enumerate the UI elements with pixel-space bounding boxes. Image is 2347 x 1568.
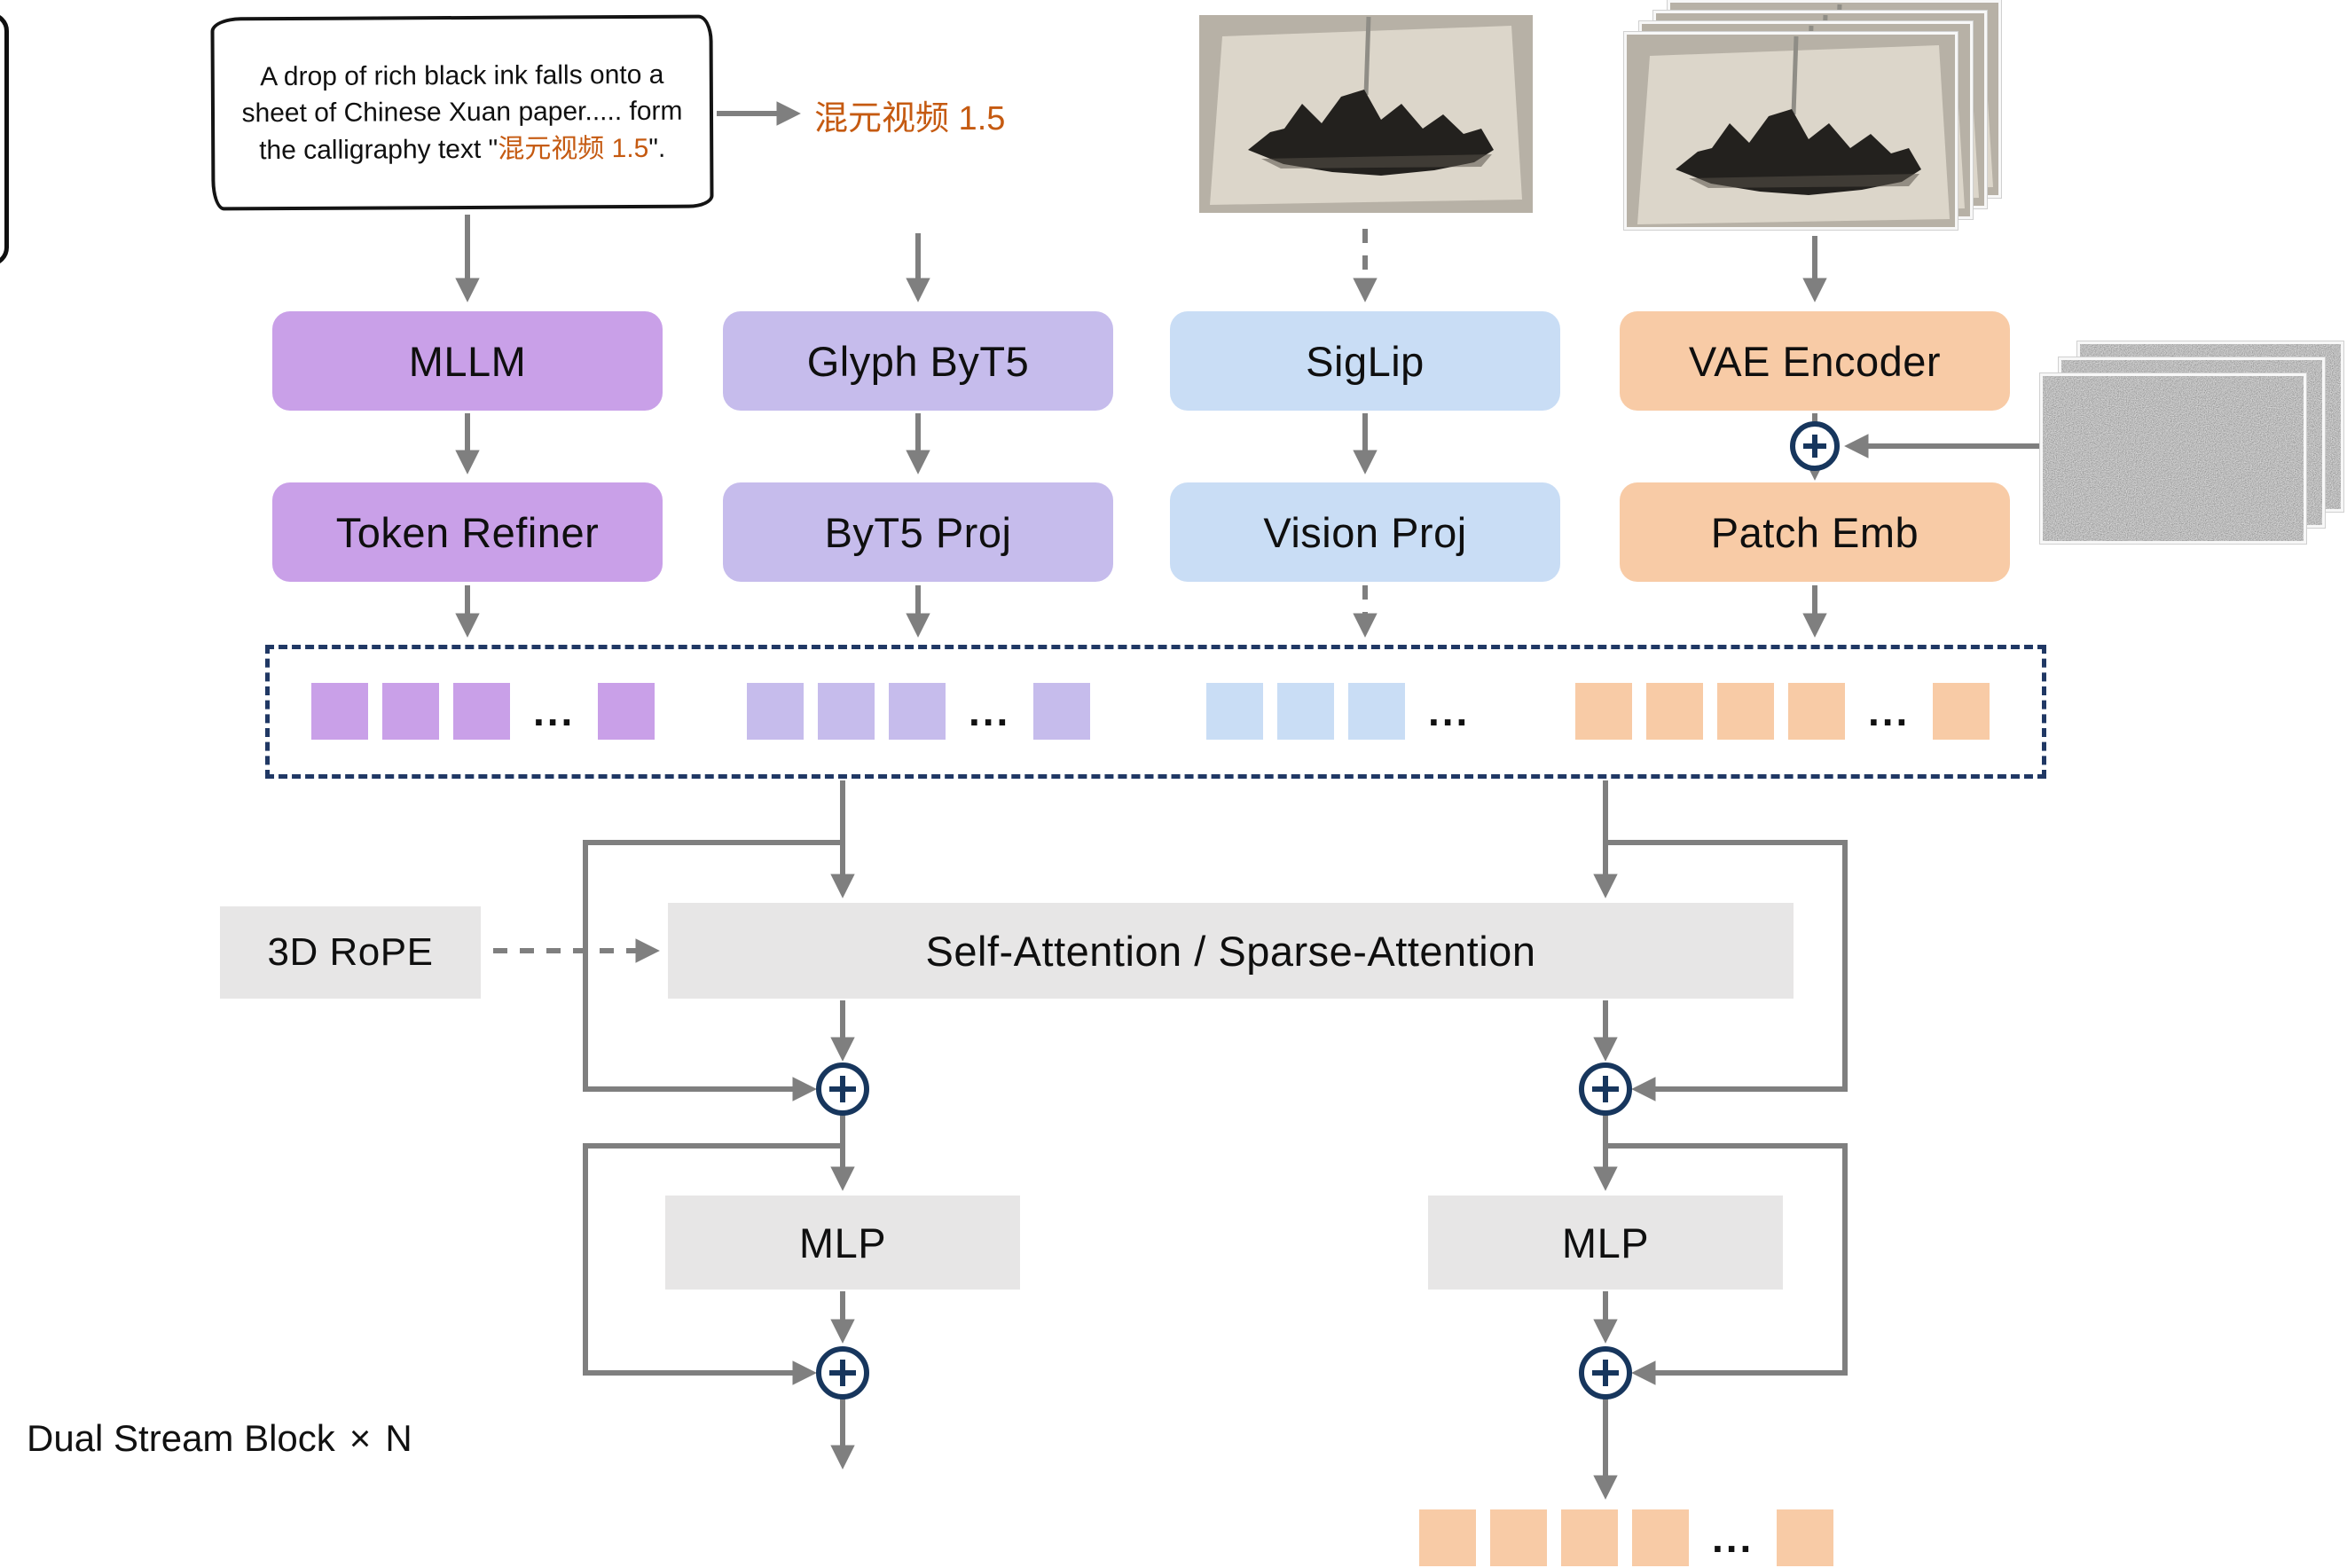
siglip-tokens-square bbox=[1277, 683, 1334, 740]
siglip-tokens-square bbox=[1206, 683, 1263, 740]
byt5-tokens-square bbox=[889, 683, 946, 740]
video-frame bbox=[1624, 32, 1958, 230]
vision-proj-box: Vision Proj bbox=[1170, 482, 1560, 582]
self-attention-box: Self-Attention / Sparse-Attention bbox=[668, 903, 1794, 999]
latent-tokens-square bbox=[1717, 683, 1774, 740]
siglip-tokens-square bbox=[1348, 683, 1405, 740]
latent-tokens-square bbox=[1788, 683, 1845, 740]
model-title-text: 混元视频 1.5 bbox=[814, 100, 1006, 137]
times-symbol: × bbox=[349, 1417, 372, 1459]
residual-add-left-1 bbox=[816, 1062, 869, 1116]
vae-encoder-box: VAE Encoder bbox=[1620, 311, 2010, 411]
siglip-token-group: ... bbox=[1206, 683, 1479, 740]
residual-add-right-1 bbox=[1579, 1062, 1632, 1116]
latent-token-group: ... bbox=[1575, 683, 1990, 740]
clipped-sketch-edge bbox=[0, 12, 9, 266]
ellipsis: ... bbox=[969, 688, 1011, 734]
mlp-right-box: MLP bbox=[1428, 1196, 1783, 1290]
output-tokens-square bbox=[1561, 1509, 1618, 1566]
mllm-tokens-square bbox=[453, 683, 510, 740]
output-tokens-square bbox=[1777, 1509, 1834, 1566]
residual-add-right-2 bbox=[1579, 1346, 1632, 1399]
prompt-note-highlight: 混元视频 1.5 bbox=[498, 133, 649, 164]
mlp-left-box: MLP bbox=[665, 1196, 1020, 1290]
output-token-group: ... bbox=[1419, 1509, 1834, 1566]
latent-tokens-square bbox=[1646, 683, 1703, 740]
ellipsis: ... bbox=[533, 688, 576, 734]
glyph-byt5-box: Glyph ByT5 bbox=[723, 311, 1113, 411]
mllm-box: MLLM bbox=[272, 311, 663, 411]
latent-tokens-square bbox=[1575, 683, 1632, 740]
ellipsis: ... bbox=[1868, 688, 1911, 734]
output-tokens-square bbox=[1419, 1509, 1476, 1566]
ink-painting-image bbox=[1199, 15, 1533, 213]
mllm-token-group: ... bbox=[311, 683, 655, 740]
residual-add-left-2 bbox=[816, 1346, 869, 1399]
ellipsis: ... bbox=[1712, 1515, 1754, 1561]
mllm-tokens-square bbox=[311, 683, 368, 740]
n-symbol: N bbox=[385, 1417, 412, 1459]
prompt-note: A drop of rich black ink falls onto a sh… bbox=[210, 14, 714, 211]
patch-emb-box: Patch Emb bbox=[1620, 482, 2010, 582]
dual-stream-label: Dual Stream Block × N bbox=[27, 1417, 412, 1460]
output-tokens-square bbox=[1490, 1509, 1547, 1566]
byt5-tokens-square bbox=[818, 683, 875, 740]
byt5-tokens-square bbox=[747, 683, 804, 740]
mllm-tokens-square bbox=[382, 683, 439, 740]
ellipsis: ... bbox=[1428, 688, 1471, 734]
prompt-note-text: A drop of rich black ink falls onto a sh… bbox=[241, 57, 684, 169]
dual-stream-text: Dual Stream Block bbox=[27, 1417, 335, 1459]
latent-tokens-square bbox=[1933, 683, 1990, 740]
rope-box: 3D RoPE bbox=[220, 906, 481, 999]
siglip-box: SigLip bbox=[1170, 311, 1560, 411]
token-refiner-box: Token Refiner bbox=[272, 482, 663, 582]
noise-frame bbox=[2040, 373, 2306, 544]
mllm-tokens-square bbox=[598, 683, 655, 740]
byt5-tokens-square bbox=[1033, 683, 1091, 740]
prompt-note-suffix: ". bbox=[648, 133, 666, 163]
noise-add-node bbox=[1790, 421, 1840, 471]
output-tokens-square bbox=[1632, 1509, 1689, 1566]
byt5-token-group: ... bbox=[747, 683, 1091, 740]
byt5-proj-box: ByT5 Proj bbox=[723, 482, 1113, 582]
